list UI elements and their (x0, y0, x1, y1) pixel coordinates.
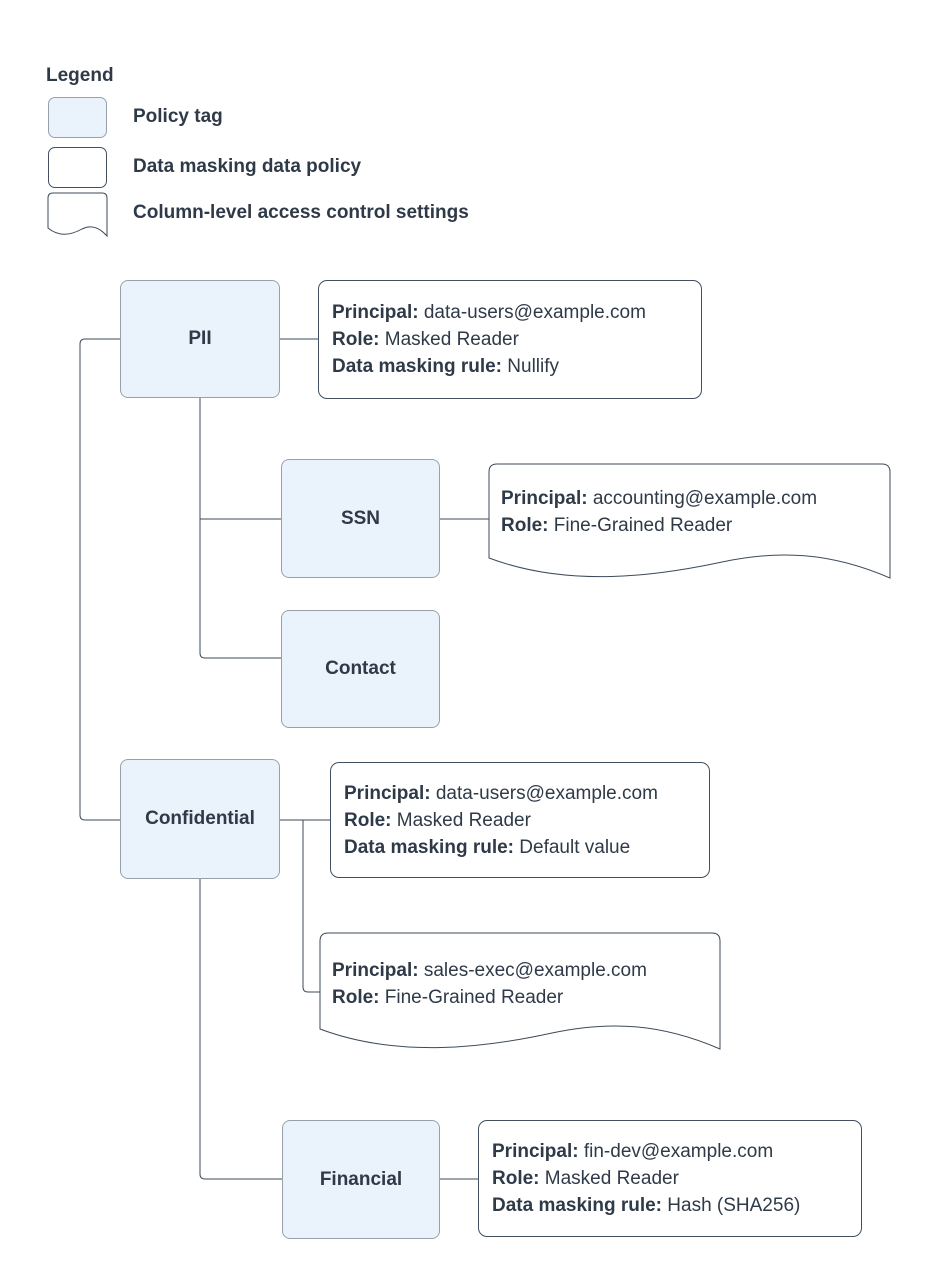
policy-rule-line: Data masking rule: Default value (344, 836, 631, 858)
policy-principal-line: Principal: data-users@example.com (344, 782, 658, 804)
policy-tag-label: SSN (340, 507, 381, 529)
policy-tag-label: Financial (319, 1168, 403, 1190)
access-settings-confidential: Principal: sales-exec@example.com Role: … (332, 957, 647, 1011)
policy-role-line: Role: Masked Reader (344, 809, 531, 831)
connector-pii-confidential (79, 338, 120, 821)
policy-tag-label: Contact (325, 658, 396, 679)
legend-label-column-access: Column-level access control settings (133, 202, 469, 223)
data-policy-confidential: Principal: data-users@example.com Role: … (330, 762, 710, 878)
policy-rule-line: Data masking rule: Nullify (332, 356, 560, 377)
policy-tag-financial: Financial (282, 1120, 440, 1239)
policy-tag-confidential: Confidential (120, 759, 280, 879)
access-settings-ssn: Principal: accounting@example.com Role: … (501, 485, 817, 539)
policy-tag-label: PII (188, 328, 212, 349)
policy-tag-pii: PII (120, 280, 280, 398)
connector-pii-children (199, 398, 281, 659)
policy-rule-line: Data masking rule: Hash (SHA256) (492, 1195, 801, 1216)
connector-confidential-financial (199, 879, 282, 1180)
access-settings-shape-ssn (488, 463, 891, 579)
connector-confidential-access (302, 820, 320, 993)
policy-principal-line: Principal: fin-dev@example.com (492, 1141, 774, 1162)
policy-role-line: Role: Fine-Grained Reader (501, 515, 733, 536)
policy-principal-line: Principal: sales-exec@example.com (332, 960, 647, 981)
policy-tag-ssn: SSN (281, 459, 440, 578)
policy-tag-label: Confidential (145, 808, 255, 829)
policy-role-line: Role: Masked Reader (492, 1168, 679, 1189)
legend-label-data-policy: Data masking data policy (133, 156, 362, 177)
policy-tag-contact: Contact (281, 610, 440, 728)
access-settings-shape-confidential (319, 932, 721, 1050)
policy-tag-swatch (48, 97, 107, 138)
data-policy-swatch (48, 147, 107, 188)
policy-role-line: Role: Fine-Grained Reader (332, 987, 564, 1008)
data-policy-pii: Principal: data-users@example.com Role: … (318, 280, 702, 399)
legend-label-policy-tag: Policy tag (133, 106, 223, 127)
column-access-swatch (47, 192, 108, 238)
data-policy-financial: Principal: fin-dev@example.com Role: Mas… (478, 1120, 862, 1237)
policy-principal-line: Principal: accounting@example.com (501, 488, 818, 509)
policy-role-line: Role: Masked Reader (332, 329, 519, 350)
policy-principal-line: Principal: data-users@example.com (332, 302, 646, 323)
legend-title: Legend (46, 65, 114, 86)
